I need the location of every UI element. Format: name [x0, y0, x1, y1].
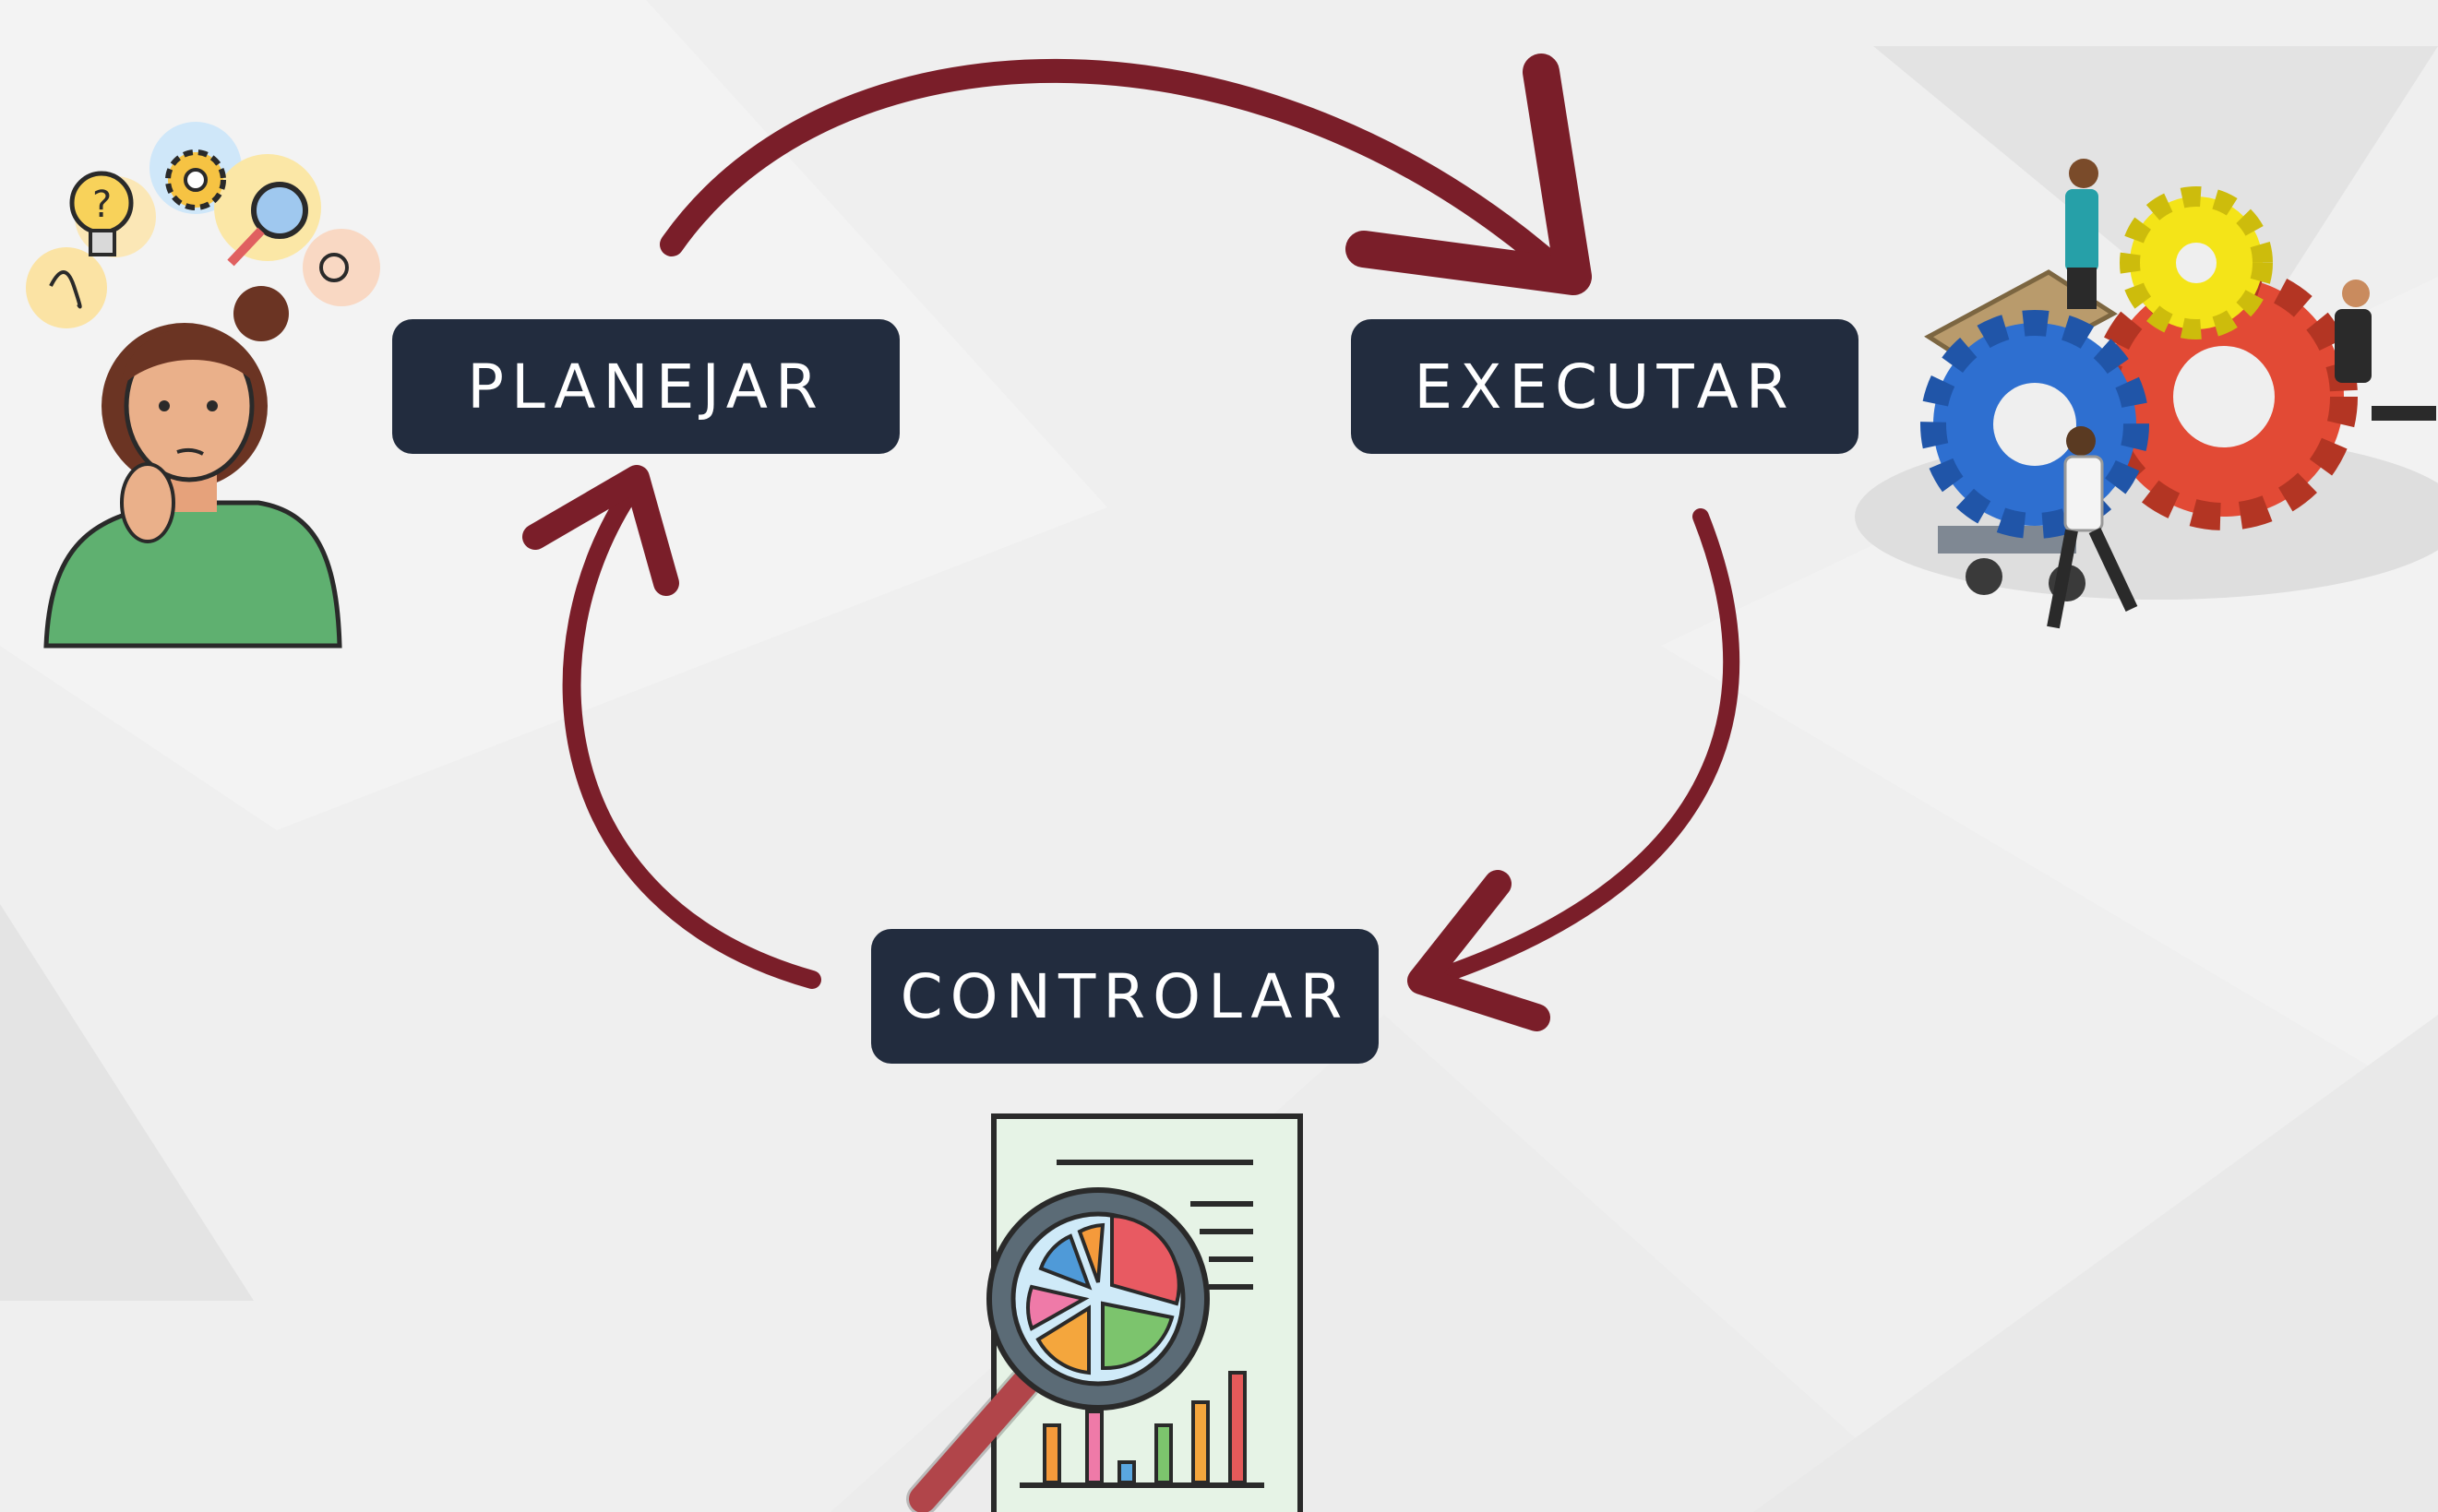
- svg-text:?: ?: [92, 184, 112, 226]
- arrowhead-planejar: [522, 465, 679, 596]
- cycle-arrows: [522, 54, 1740, 1031]
- step-planejar: PLANEJAR: [392, 319, 900, 454]
- step-label-planejar: PLANEJAR: [467, 351, 825, 423]
- report-magnifier-chart-icon: [906, 1113, 1303, 1512]
- step-label-controlar: CONTROLAR: [900, 960, 1350, 1032]
- arrow-planejar-to-executar: [660, 58, 1567, 280]
- arrow-executar-to-controlar: [1427, 508, 1740, 986]
- arrow-controlar-to-planejar: [562, 480, 821, 989]
- bg-triangle-left: [0, 904, 254, 1301]
- step-controlar: CONTROLAR: [871, 929, 1379, 1064]
- arrowhead-controlar: [1407, 870, 1550, 1031]
- step-executar: EXECUTAR: [1351, 319, 1858, 454]
- step-label-executar: EXECUTAR: [1414, 351, 1796, 423]
- team-with-gears-icon: [1855, 159, 2438, 629]
- arrowhead-executar: [1345, 54, 1592, 295]
- woman-thinking-icon: ?: [26, 122, 380, 649]
